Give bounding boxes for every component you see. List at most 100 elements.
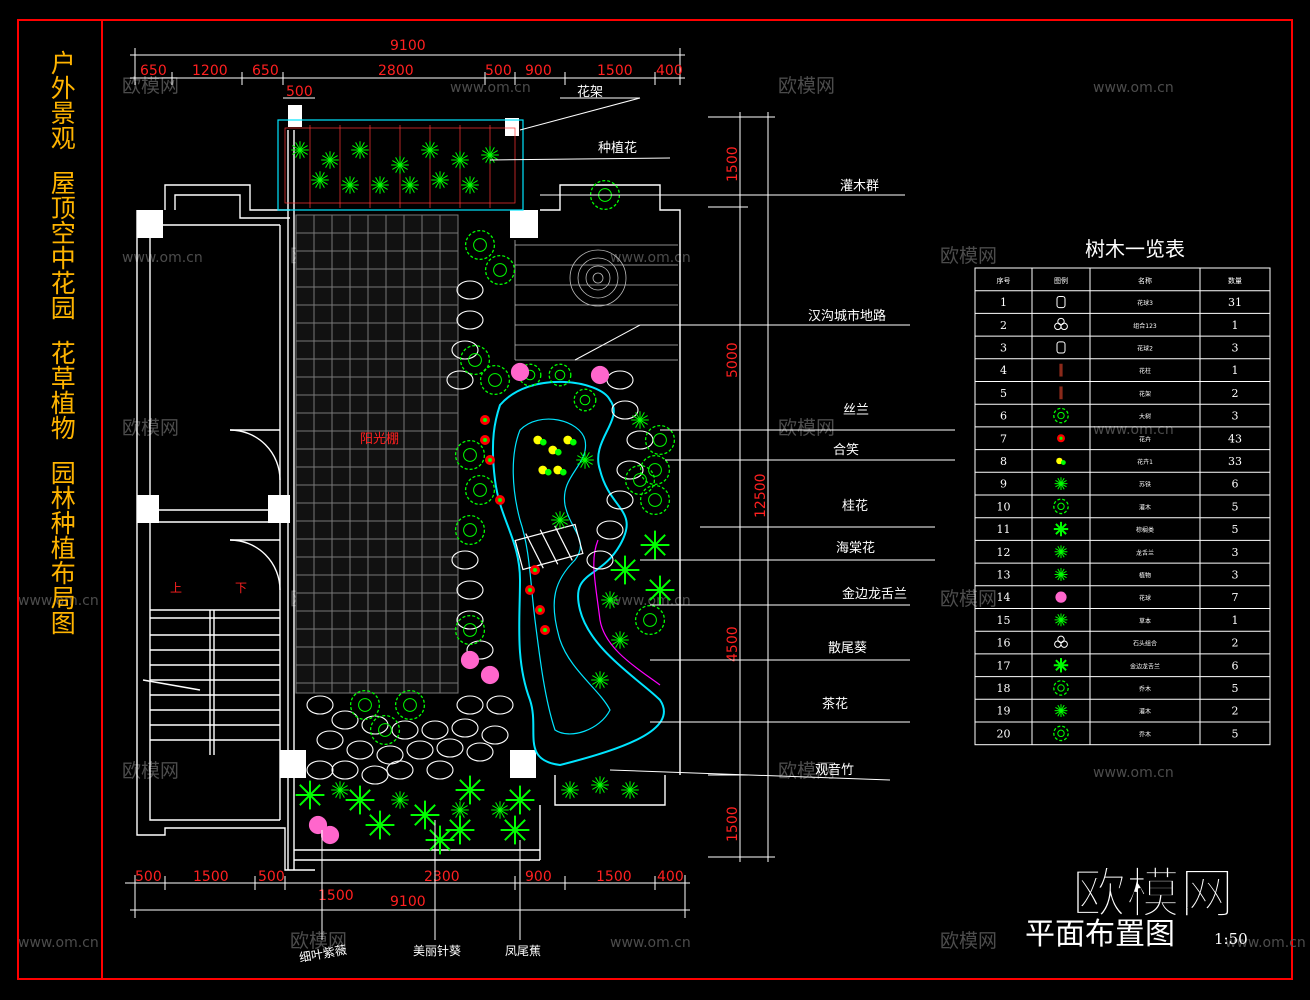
table-cell-no: 4 [1000, 364, 1007, 377]
tree-symbol [454, 614, 486, 646]
table-cell-name: 植物 [1139, 571, 1151, 579]
palm-symbol [410, 800, 440, 830]
table-cell-name: 花架 [1139, 390, 1151, 398]
table-cell-qty: 33 [1228, 455, 1242, 468]
drawing-caption: 欧模网 平面布置图 1:50 [1025, 862, 1248, 953]
caption-logo: 欧模网 [1072, 862, 1234, 925]
sunroom-grid [295, 214, 459, 694]
table-cell-name: 花球3 [1137, 299, 1153, 307]
drawing-frame [17, 19, 1293, 980]
stepping-stones [306, 280, 654, 785]
pergola [277, 119, 524, 211]
table-cell-no: 19 [997, 705, 1011, 718]
callout-label: 桂花 [842, 498, 868, 514]
stepping-stone [361, 715, 389, 735]
stepping-stone [486, 695, 514, 715]
stone-cluster-icon [1054, 317, 1068, 331]
sunroom-label: 阳光棚 [360, 432, 399, 447]
watermark-url: www.om.cn [1093, 422, 1174, 438]
table-cell-no: 17 [997, 659, 1011, 672]
dim-top-seg: 650 [252, 63, 279, 79]
pink-flower-symbol [460, 650, 480, 670]
watermark-url: www.om.cn [610, 250, 691, 266]
watermark-url: www.om.cn [1225, 935, 1306, 951]
table-cell-name: 灌木 [1139, 503, 1151, 511]
stepping-stone [611, 400, 639, 420]
pink-flower-symbol [510, 362, 530, 382]
right-callout-texts: 花架 种植花 灌木群 汉沟城市地路 丝兰 合笑 桂花 海棠花 金边龙舌兰 散尾葵… [577, 84, 907, 778]
stepping-stone [361, 765, 389, 785]
watermark-logo: 欧模网 [778, 417, 835, 439]
palm-symbol [610, 555, 640, 585]
tree-symbol [464, 474, 496, 506]
table-header-cell: 数量 [1228, 276, 1242, 285]
table-cell-no: 5 [1000, 387, 1007, 400]
watermark-logo: 欧模网 [290, 930, 347, 952]
caption-scale: 1:50 [1214, 930, 1248, 948]
shrub-symbol [421, 141, 439, 159]
table-cell-name: 花球 [1139, 594, 1151, 602]
stepping-stone [406, 740, 434, 760]
callout-label: 灌木群 [840, 179, 879, 194]
callout-leaders [321, 97, 955, 940]
yellow-flower-symbol [563, 435, 577, 446]
stepping-stone [626, 430, 654, 450]
tree-symbol [394, 689, 426, 721]
stepping-stone [456, 610, 484, 630]
table-cell-no: 14 [997, 591, 1011, 604]
stepping-stone [451, 340, 479, 360]
dim-bottom-total: 9100 [390, 894, 426, 910]
table-cell-name: 灌木 [1139, 708, 1151, 716]
table-header-cell: 名称 [1138, 276, 1152, 285]
dimension-text-top: 9100 650 1200 650 2800 500 900 1500 400 … [140, 38, 683, 100]
shrub-symbol [601, 591, 619, 609]
red-flower-symbol [485, 455, 495, 465]
palm-symbol [505, 785, 535, 815]
table-cell-name: 组合123 [1133, 322, 1157, 330]
red-flower-icon [1057, 434, 1065, 443]
shrub-icon [1054, 477, 1068, 491]
shrub-symbol [321, 151, 339, 169]
callout-label: 花架 [577, 84, 603, 100]
palm-symbol [445, 815, 475, 845]
red-flower-symbol [480, 415, 490, 425]
table-cell-no: 13 [997, 568, 1011, 581]
pink-flower-symbol [590, 365, 610, 385]
dim-right-seg: 5000 [725, 342, 741, 378]
stepping-stone [426, 760, 454, 780]
shrub-symbol [391, 156, 409, 174]
palm-icon [1053, 658, 1069, 673]
watermark-logo: 欧模网 [940, 930, 997, 952]
table-header-cell: 图例 [1054, 276, 1068, 285]
watermark-url: www.om.cn [1093, 80, 1174, 96]
dim-right-total: 12500 [753, 473, 769, 518]
stepping-stone [451, 550, 479, 570]
stepping-stone [421, 720, 449, 740]
stepping-stone [436, 738, 464, 758]
tree-symbol [454, 514, 486, 546]
table-cell-name: 石头组合 [1133, 640, 1157, 648]
planting-layer [291, 141, 676, 855]
dim-top-seg: 400 [656, 63, 683, 79]
rock-icon [1056, 295, 1066, 309]
table-cell-qty: 5 [1232, 500, 1239, 513]
dim-bottom-seg: 400 [657, 869, 684, 885]
watermark-logo: 欧模网 [940, 245, 997, 267]
post-icon [1059, 386, 1063, 400]
shrub-symbol [431, 171, 449, 189]
tree-symbol [639, 484, 671, 516]
pink-flower-symbol [320, 825, 340, 845]
callout-label: 茶花 [822, 696, 848, 712]
title-line: 园林种植布局图 [47, 460, 77, 635]
palm-symbol [295, 780, 325, 810]
shrub-symbol [331, 781, 349, 799]
palm-symbol [640, 530, 670, 560]
stepping-stone [456, 310, 484, 330]
stepping-stone [466, 742, 494, 762]
shrub-symbol [451, 151, 469, 169]
palm-symbol [365, 810, 395, 840]
shrub-icon [1054, 545, 1068, 559]
tree-symbol [479, 364, 511, 396]
watermark-url: www.om.cn [450, 80, 531, 96]
table-cell-no: 16 [997, 637, 1011, 650]
